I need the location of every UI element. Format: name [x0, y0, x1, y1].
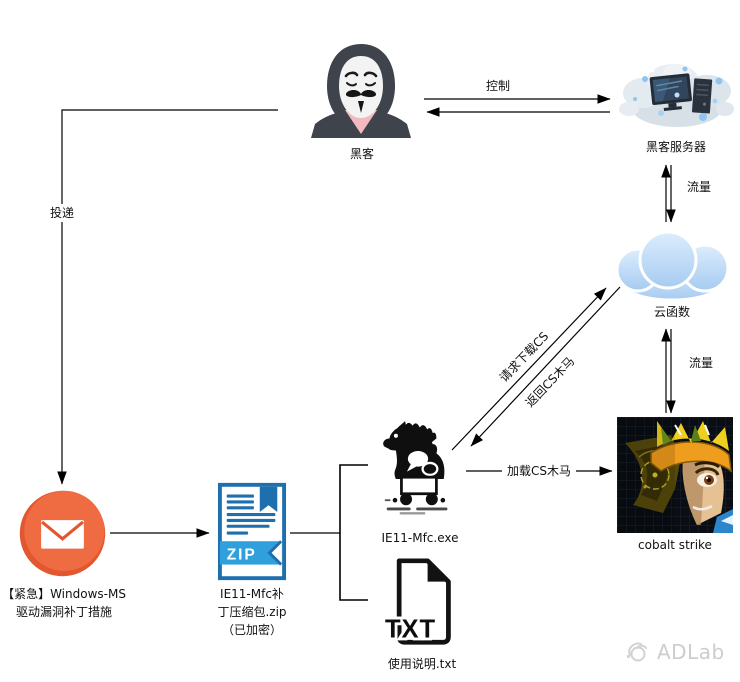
- speech-bubble-large-tail: [406, 464, 418, 472]
- mask-brow-left: [344, 71, 359, 78]
- wheel-dot-right: [440, 497, 446, 503]
- cs-headband: [650, 441, 732, 473]
- cloud-lobe-top: [638, 230, 698, 290]
- cs-hair: [657, 421, 729, 451]
- edge-label-traffic1: 流量: [686, 180, 712, 194]
- speech-bubble-small: [421, 461, 439, 477]
- hacker-mask: [339, 56, 383, 118]
- zip-text-lines: [226, 494, 276, 535]
- edge-label-deliver: 投递: [46, 204, 78, 222]
- zip-label-line2: 丁压缩包.zip: [217, 605, 287, 619]
- cs-eye: [694, 461, 721, 487]
- zip-ribbon-notch: [269, 541, 282, 565]
- cs-vignette: [617, 417, 675, 533]
- phishing-mail-label: 【紧急】Windows-MS 驱动漏洞补丁措施: [2, 585, 126, 621]
- txt-badge: TXT: [385, 616, 436, 644]
- ground-tick: [384, 499, 391, 502]
- zip-label-line3: （已加密）: [221, 623, 283, 637]
- cobalt-strike-image: [617, 417, 733, 533]
- adlab-logo-icon: [626, 642, 647, 662]
- txt-file-node: TXT: [382, 555, 456, 650]
- trojan-node: [372, 420, 464, 516]
- blue-dots: [633, 66, 723, 121]
- txt-file-label: 使用说明.txt: [387, 657, 457, 671]
- zip-bookmark: [259, 486, 278, 513]
- cs-face-shadow: [682, 454, 705, 525]
- speech-bubble-large: [407, 450, 429, 467]
- mask-mustache-left: [345, 90, 361, 98]
- wheel-dot-left: [392, 497, 398, 503]
- hacker-label: 黑客: [349, 147, 375, 161]
- trojan-label: IE11-Mfc.exe: [381, 531, 459, 545]
- cs-mouth: [692, 504, 713, 511]
- envelope-flap: [41, 520, 84, 541]
- wheel-right: [425, 493, 438, 506]
- horse-eye: [393, 433, 398, 438]
- hacker-server-node: [615, 51, 739, 137]
- mask-mustache-right: [361, 90, 377, 98]
- zip-ribbon-edge: [267, 540, 283, 566]
- hacker-node: [305, 42, 417, 138]
- hacker-server-label: 黑客服务器: [645, 140, 707, 154]
- zip-file-label: IE11-Mfc补 丁压缩包.zip （已加密）: [217, 585, 286, 639]
- horse-platform: [400, 475, 438, 496]
- mask-goatee: [358, 101, 364, 113]
- ground-bar-1: [386, 507, 411, 511]
- cs-collar-highlight: [721, 515, 733, 525]
- hacker-icon: [311, 44, 411, 138]
- phishing-mail-label-line1: 【紧急】Windows-MS: [2, 587, 126, 601]
- mask-eye-left: [346, 82, 357, 87]
- hacker-server-icon: [619, 64, 734, 127]
- ground-bar-3: [399, 512, 426, 515]
- server-tower: [691, 78, 713, 114]
- cobalt-strike-label: cobalt strike: [638, 538, 712, 552]
- adlab-watermark-text: ADLab: [657, 640, 725, 664]
- edge-deliver: [57, 109, 278, 485]
- horse-mane: [405, 422, 437, 446]
- edge-label-load: 加载CS木马: [502, 462, 576, 480]
- ground-bar-2: [416, 507, 448, 511]
- mask-eye-right: [365, 82, 376, 87]
- mail-icon: [19, 490, 106, 577]
- edge-request-cs: [451, 287, 607, 451]
- zip-file-node: ZIP: [217, 482, 287, 581]
- phishing-mail-node: [18, 489, 107, 578]
- cloud-function-label: 云函数: [653, 305, 691, 319]
- cobalt-strike-node: [617, 417, 733, 533]
- zip-label-line1: IE11-Mfc补: [220, 587, 284, 601]
- edge-label-control: 控制: [485, 79, 511, 93]
- edge-return-cs: [470, 286, 621, 447]
- server-monitor: [649, 73, 692, 112]
- cloud-icon: [615, 230, 730, 302]
- zip-ribbon: [219, 541, 282, 565]
- wheel-left: [400, 493, 413, 506]
- edge-label-traffic2: 流量: [688, 356, 714, 370]
- bracket-contents: [339, 464, 368, 601]
- envelope-body: [41, 520, 84, 549]
- cloud-function-node: [608, 226, 738, 302]
- trojan-horse-icon: [383, 421, 448, 515]
- hacker-chest: [345, 110, 377, 134]
- txt-file-icon: TXT: [382, 558, 451, 646]
- zip-file-icon: ZIP: [217, 482, 287, 581]
- phishing-mail-label-line2: 驱动漏洞补丁措施: [15, 605, 112, 619]
- adlab-watermark: ADLab: [625, 640, 725, 664]
- zip-badge: ZIP: [227, 547, 257, 564]
- mask-brow-right: [363, 71, 378, 78]
